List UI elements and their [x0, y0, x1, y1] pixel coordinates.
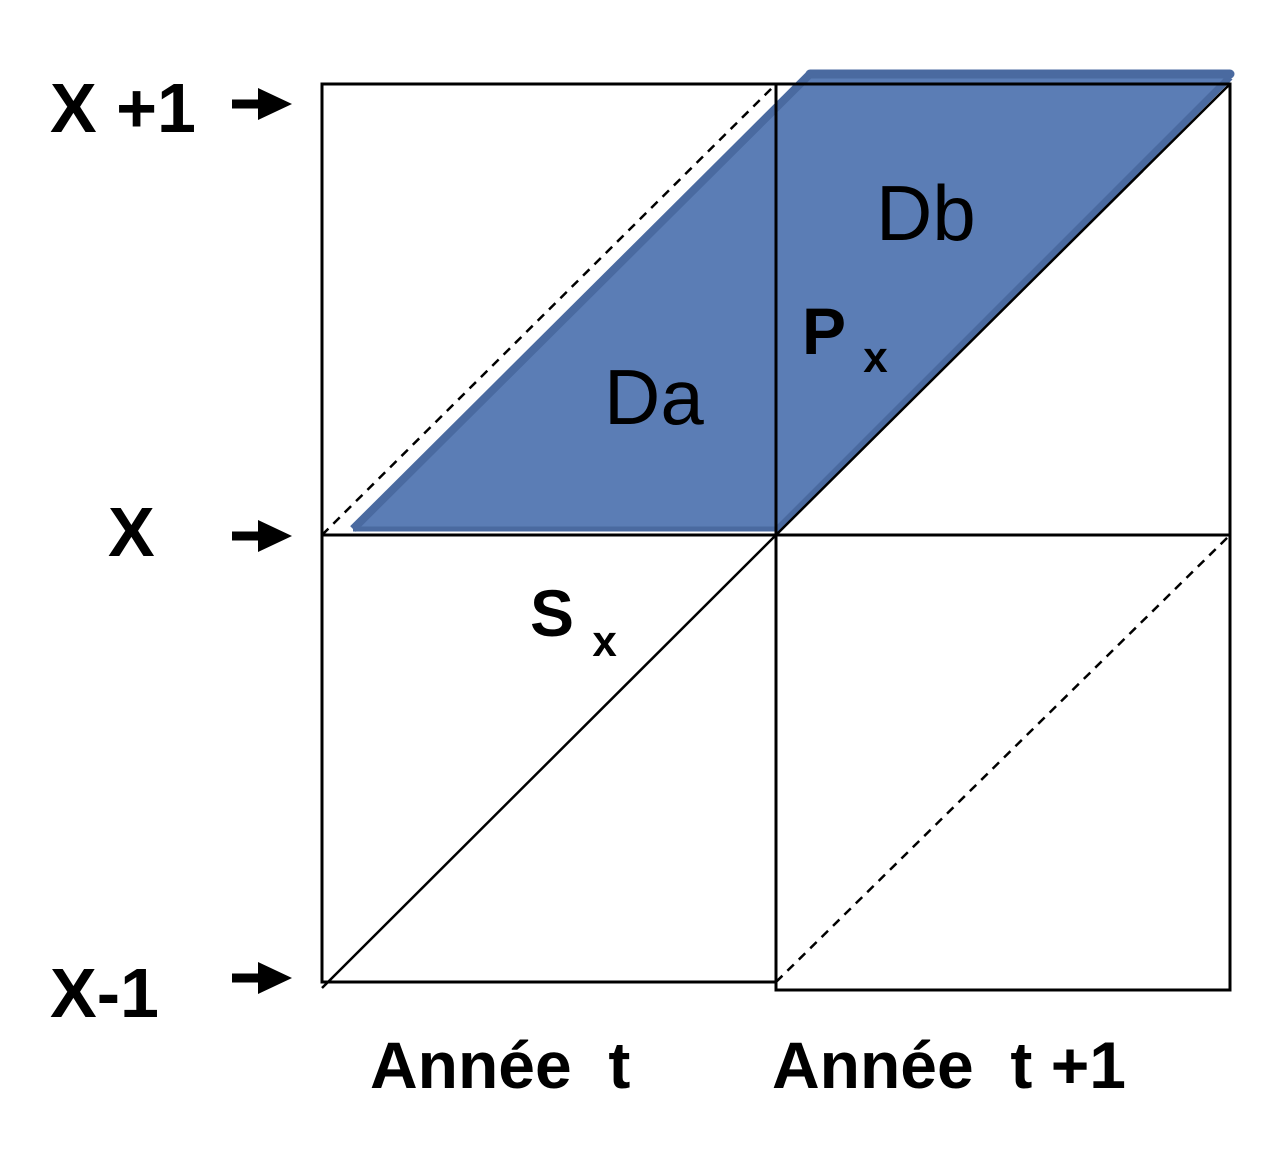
y-label-x-plus-1: X +1: [50, 69, 196, 147]
arrow-icon: [232, 962, 292, 994]
label-db: Db: [876, 169, 976, 257]
parallelogram-left-edge: [350, 71, 813, 532]
arrow-icon: [232, 88, 292, 120]
parallelogram-right-edge: [773, 74, 1233, 534]
cell-bottom-right: [774, 533, 1232, 992]
label-sx: S x: [530, 576, 617, 666]
arrow-icon: [232, 520, 292, 552]
cohort-line-dashed-upper: [321, 83, 777, 536]
cohort-line-dashed-lower: [775, 534, 1231, 983]
cohort-line-solid-upper: [775, 83, 1231, 536]
grid: [320, 82, 1232, 992]
label-sx-sub: x: [592, 617, 617, 666]
shaded-parallelogram: [353, 77, 1228, 529]
x-label-year-t: Année t: [370, 1028, 630, 1102]
x-label-year-t-plus-1: Année t +1: [772, 1028, 1126, 1102]
label-px-sub: x: [863, 333, 888, 382]
cohort-line-solid-lower: [321, 534, 777, 989]
label-px-main: P: [802, 294, 845, 368]
label-px: P x: [802, 294, 888, 382]
label-sx-main: S: [530, 576, 574, 650]
label-da: Da: [604, 353, 704, 441]
y-label-x: X: [108, 493, 155, 571]
y-label-x-minus-1: X-1: [50, 954, 159, 1032]
